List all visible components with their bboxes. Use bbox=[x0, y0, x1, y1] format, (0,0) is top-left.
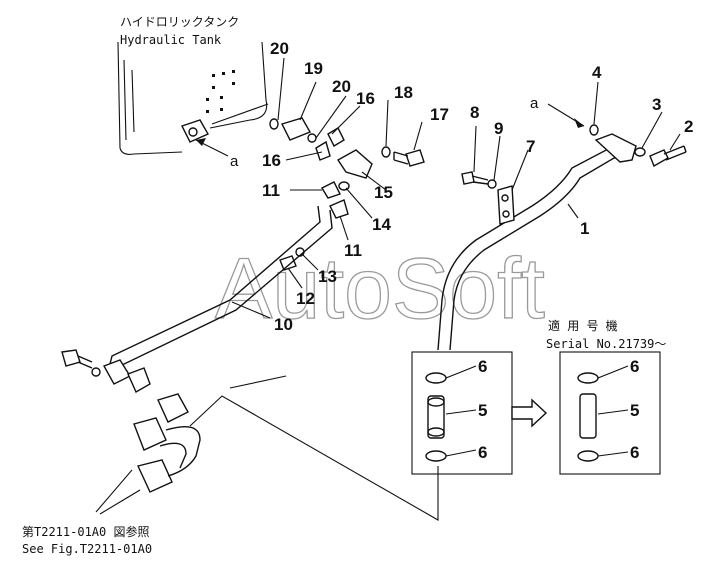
o-ring-14 bbox=[338, 181, 350, 191]
washer-9 bbox=[487, 179, 497, 189]
callout-18: 18 bbox=[394, 83, 413, 102]
split-flange-16b bbox=[315, 140, 331, 161]
hydraulic-tank bbox=[117, 41, 268, 155]
callout-13: 13 bbox=[318, 267, 337, 286]
o-ring-20a bbox=[269, 118, 279, 130]
callout-2: 2 bbox=[684, 117, 693, 136]
bolt-17 bbox=[393, 149, 425, 167]
fitting-15 bbox=[336, 149, 373, 179]
figure-ref-japanese: 第T2211-01A0 図参照 bbox=[22, 524, 149, 539]
tank-label-japanese: ハイドロリックタンク bbox=[120, 15, 239, 29]
serial-note-japanese: 適 用 号 機 bbox=[548, 318, 618, 333]
arrow-head-a2 bbox=[196, 138, 206, 146]
bolt-2 bbox=[649, 145, 687, 168]
bolt-10-end bbox=[61, 349, 101, 377]
upgrade-arrow bbox=[511, 398, 548, 428]
o-ring-20b bbox=[307, 133, 317, 143]
callout-12: 12 bbox=[296, 289, 315, 308]
washer-3 bbox=[634, 147, 646, 157]
callout-19: 19 bbox=[304, 59, 323, 78]
o-ring-4 bbox=[589, 124, 599, 136]
callout-5a: 5 bbox=[478, 401, 487, 420]
callout-16b: 16 bbox=[262, 151, 281, 170]
before-serial-box bbox=[411, 351, 513, 475]
arrow-head-a1 bbox=[574, 118, 584, 128]
callout-4: 4 bbox=[592, 63, 602, 82]
figure-ref-english: See Fig.T2211-01A0 bbox=[22, 542, 152, 556]
callout-20a: 20 bbox=[270, 39, 289, 58]
ref-a-tank: a bbox=[230, 153, 239, 170]
callout-20b: 20 bbox=[332, 77, 351, 96]
hose-and-clamps-after bbox=[577, 372, 599, 462]
split-flange-11a bbox=[321, 181, 341, 199]
callout-6b: 6 bbox=[478, 443, 487, 462]
callout-11b: 11 bbox=[344, 241, 362, 260]
serial-note-english: Serial No.21739～ bbox=[546, 337, 666, 351]
leader-lines bbox=[195, 57, 681, 457]
bolt-12 bbox=[279, 255, 297, 271]
flange-19 bbox=[281, 117, 312, 141]
callout-16a: 16 bbox=[356, 89, 375, 108]
callout-11a: 11 bbox=[262, 181, 280, 200]
callout-6a: 6 bbox=[478, 357, 487, 376]
lower-fittings bbox=[133, 393, 201, 493]
callout-6d: 6 bbox=[630, 443, 639, 462]
callout-17: 17 bbox=[430, 105, 449, 124]
bolt-8 bbox=[461, 171, 489, 185]
after-serial-box bbox=[559, 351, 661, 475]
callout-7: 7 bbox=[526, 137, 535, 156]
tank-label-english: Hydraulic Tank bbox=[120, 33, 222, 47]
callout-3: 3 bbox=[652, 95, 661, 114]
callout-5b: 5 bbox=[630, 401, 639, 420]
callout-10: 10 bbox=[274, 315, 293, 334]
split-flange-16a bbox=[327, 127, 345, 147]
callout-6c: 6 bbox=[630, 357, 639, 376]
split-flange-11b bbox=[329, 199, 349, 219]
callout-8: 8 bbox=[470, 103, 479, 122]
watermark-autosoft: AutoSoft bbox=[215, 241, 545, 337]
callout-14: 14 bbox=[372, 215, 391, 234]
callout-15: 15 bbox=[374, 183, 393, 202]
clamp-7 bbox=[497, 185, 515, 225]
pipe-10 bbox=[102, 205, 333, 393]
washer-18 bbox=[381, 146, 391, 158]
callout-9: 9 bbox=[494, 119, 503, 138]
ref-a-pipe: a bbox=[530, 95, 539, 112]
hose-and-clamps-before bbox=[425, 372, 447, 462]
callout-1: 1 bbox=[580, 219, 589, 238]
